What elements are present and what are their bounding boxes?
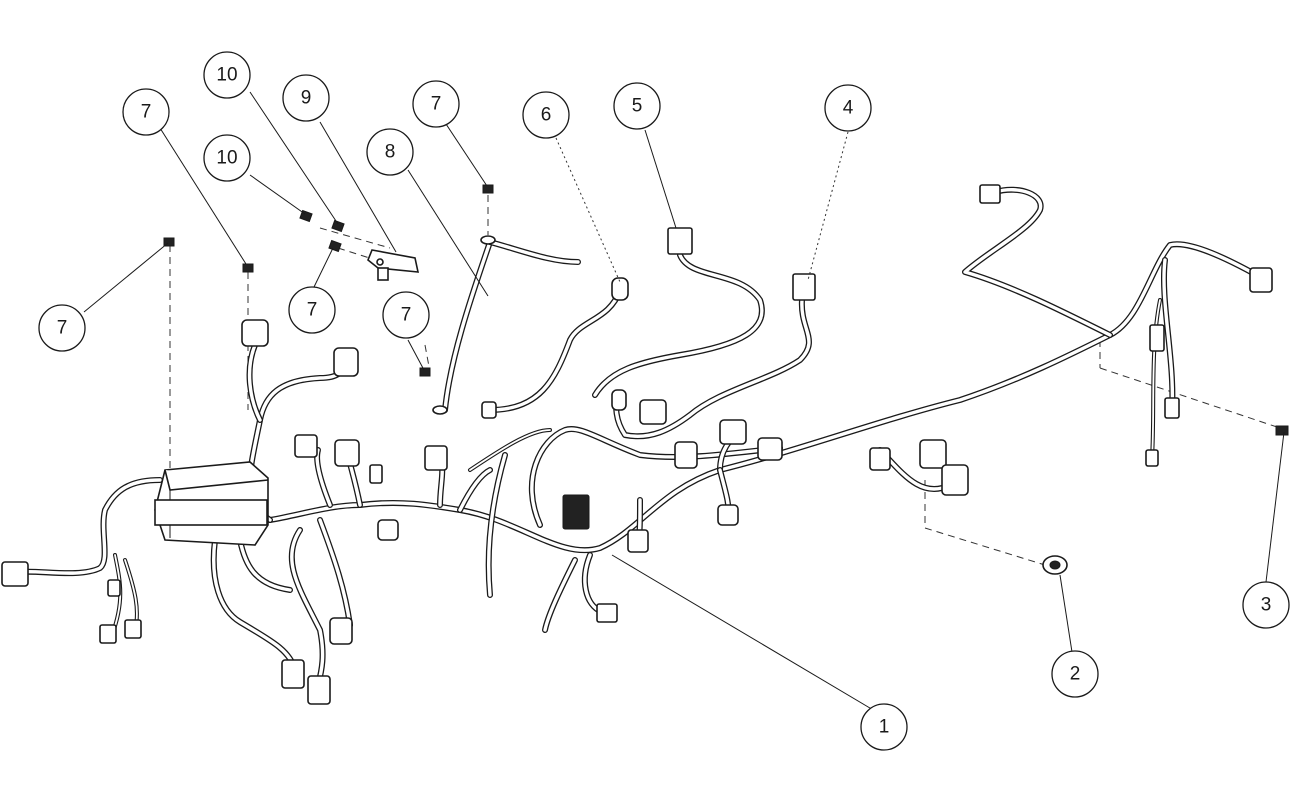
fuse-box <box>154 461 269 546</box>
main-harness <box>17 186 1265 688</box>
callout-3: 3 <box>1242 581 1290 629</box>
clip-2 <box>1042 555 1068 575</box>
callout-label: 5 <box>632 96 643 117</box>
callout-6: 6 <box>522 91 570 139</box>
callout-7-top: 7 <box>412 80 460 128</box>
callout-5: 5 <box>613 82 661 130</box>
connectors <box>1 184 1273 705</box>
fasteners <box>163 184 1289 436</box>
callout-label: 8 <box>385 142 396 163</box>
callout-label: 7 <box>57 318 68 339</box>
callout-4: 4 <box>824 84 872 132</box>
callout-label: 6 <box>541 105 552 126</box>
bracket-9 <box>367 249 420 281</box>
separate-cables <box>432 227 816 440</box>
callout-label: 4 <box>843 98 854 119</box>
callout-2: 2 <box>1051 650 1099 698</box>
callout-10-lower: 10 <box>203 134 251 182</box>
callout-label: 3 <box>1261 595 1272 616</box>
callout-label: 7 <box>431 94 442 115</box>
callout-10-top: 10 <box>203 51 251 99</box>
callout-7-top-left: 7 <box>122 88 170 136</box>
callout-7-left: 7 <box>38 304 86 352</box>
callout-7-center: 7 <box>382 291 430 339</box>
leader-lines <box>83 91 1285 715</box>
callout-label: 7 <box>401 305 412 326</box>
callout-7-bracket: 7 <box>288 286 336 334</box>
callout-label: 7 <box>141 102 152 123</box>
callout-8: 8 <box>366 128 414 176</box>
callout-9: 9 <box>282 74 330 122</box>
callout-label: 9 <box>301 88 312 109</box>
callout-1: 1 <box>860 703 908 751</box>
callout-label: 10 <box>216 65 237 86</box>
callout-label: 2 <box>1070 664 1081 685</box>
callout-label: 1 <box>879 717 890 738</box>
callout-label: 10 <box>216 148 237 169</box>
callout-label: 7 <box>307 300 318 321</box>
